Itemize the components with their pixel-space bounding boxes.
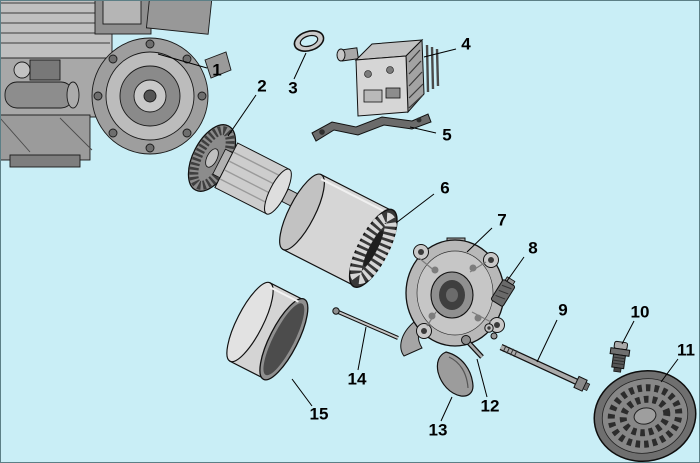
rotor-armature-part: [187, 124, 314, 215]
thread-ticks: [502, 345, 518, 358]
leader-line: [660, 358, 679, 383]
flywheel-bolts: [93, 39, 207, 153]
callout-number: 12: [481, 396, 500, 415]
fin-stack: [425, 44, 440, 93]
callout-8: 8: [506, 238, 538, 282]
callout-number: 5: [442, 125, 451, 144]
end-cover-grille-part: [593, 369, 697, 463]
screw-washers-part: [461, 323, 498, 359]
leader-line: [466, 227, 493, 253]
callout-number: 14: [348, 369, 367, 388]
callout-2: 2: [227, 76, 267, 137]
gasket-ring-part: [293, 30, 325, 52]
callout-number: 1: [212, 60, 221, 79]
plug-part: [609, 340, 631, 373]
callout-1: 1: [157, 53, 222, 79]
callout-number: 9: [558, 300, 567, 319]
stator-core-part: [279, 173, 398, 288]
regulator-block-part: [336, 38, 440, 117]
callout-number: 2: [257, 76, 266, 95]
callouts: 1 2 3 4 5 6 7 8: [157, 34, 695, 439]
callout-number: 4: [461, 34, 471, 53]
through-bolt-part: [499, 344, 591, 392]
callout-number: 7: [497, 210, 506, 229]
leader-line: [395, 193, 435, 224]
bracket-strip-part: [311, 113, 432, 142]
grille-slots-outer: [607, 384, 683, 448]
leader-line: [157, 53, 208, 69]
starter-motor: [4, 81, 74, 109]
leader-line: [409, 126, 437, 134]
callout-10: 10: [621, 302, 650, 345]
brush-holder-part: [490, 276, 516, 307]
callout-3: 3: [288, 52, 307, 97]
callout-number: 11: [677, 340, 695, 359]
leader-line: [536, 319, 558, 363]
callout-14: 14: [348, 326, 367, 388]
callout-12: 12: [476, 358, 500, 415]
leader-line: [476, 358, 488, 398]
callout-number: 3: [288, 78, 297, 97]
leader-line: [621, 320, 635, 345]
pin-rod-part: [332, 307, 399, 340]
callout-9: 9: [536, 300, 568, 363]
callout-7: 7: [466, 210, 507, 253]
callout-4: 4: [423, 34, 471, 58]
callout-11: 11: [660, 340, 695, 383]
engine-assembly-part: [0, 0, 232, 168]
callout-13: 13: [429, 396, 453, 439]
leader-line: [506, 256, 525, 282]
leader-line: [423, 48, 457, 58]
callout-number: 13: [429, 420, 448, 439]
end-bracket-housing-part: [400, 237, 505, 357]
mounting-ears: [413, 244, 505, 339]
stator-teeth: [349, 212, 397, 285]
grille-slots-inner: [619, 395, 671, 437]
leader-line: [291, 378, 313, 407]
leader-line: [293, 52, 307, 80]
callout-5: 5: [409, 125, 452, 144]
callout-number: 8: [528, 238, 537, 257]
leader-line: [357, 326, 367, 371]
leader-line: [440, 396, 453, 422]
sleeve-band-part: [226, 281, 309, 381]
cylinder-fins: [0, 2, 110, 44]
callout-number: 6: [440, 178, 449, 197]
callout-number: 15: [310, 404, 329, 423]
hatch-lines: [408, 49, 424, 109]
callout-number: 10: [631, 302, 650, 321]
callout-6: 6: [395, 178, 450, 224]
leader-line: [227, 94, 257, 137]
callout-15: 15: [291, 378, 329, 423]
cover-segment-part: [436, 351, 474, 397]
